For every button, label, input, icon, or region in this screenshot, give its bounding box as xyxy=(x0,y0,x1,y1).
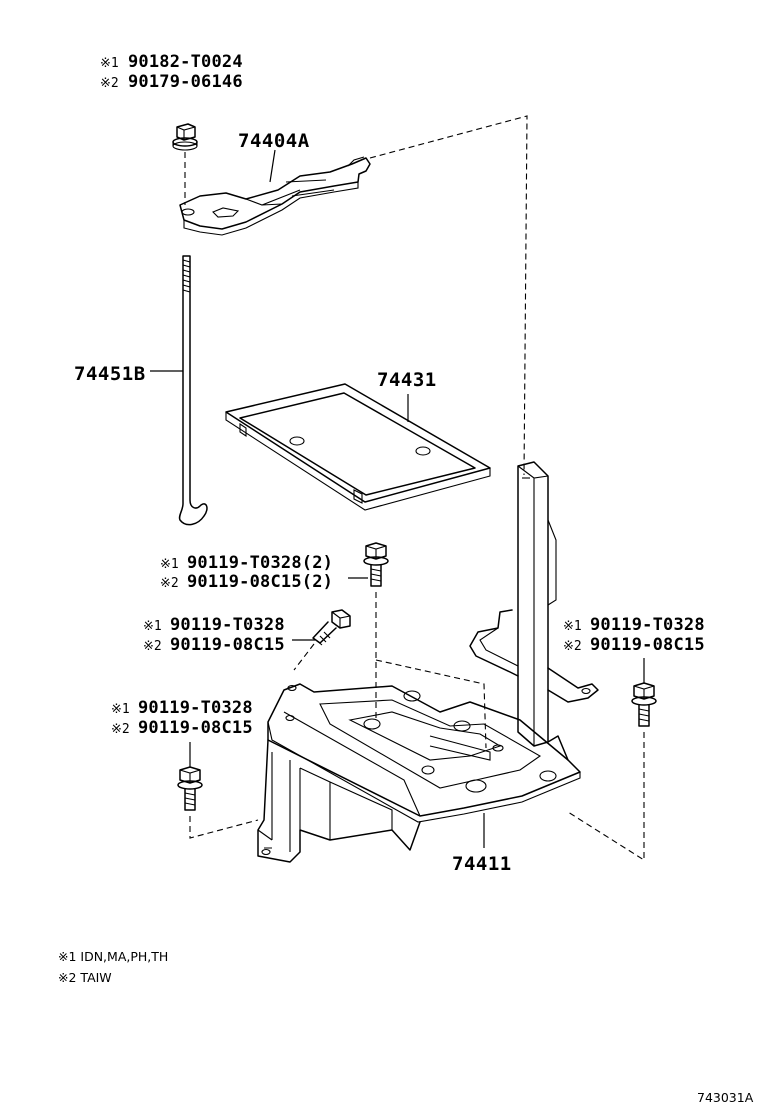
label-nut-top-num-1: 90182-T0024 xyxy=(128,52,243,72)
lead-clamp xyxy=(269,149,276,183)
label-bolt-right: ※1 90119-T0328 ※2 90119-08C15 xyxy=(563,615,705,655)
label-bolt-left-num-1: 90119-T0328 xyxy=(138,698,253,718)
clamp-guide xyxy=(369,115,528,476)
bolt-right-guide xyxy=(567,732,645,861)
note-2: ※2 TAIW xyxy=(58,970,112,985)
label-clamp: 74404A xyxy=(238,130,310,152)
label-bolt-center-num-2: 90119-08C15(2) xyxy=(187,572,333,592)
label-bolt-center-mark-1: ※1 xyxy=(160,557,179,572)
label-bolt-left: ※1 90119-T0328 ※2 90119-08C15 xyxy=(111,698,253,738)
label-bolt-right-mark-2: ※2 xyxy=(563,639,582,654)
clamp-drawing xyxy=(179,156,371,236)
label-bolt-mid-mark-2: ※2 xyxy=(143,639,162,654)
bolt-mid-guide xyxy=(293,643,315,671)
label-bolt-right-mark-1: ※1 xyxy=(563,619,582,634)
label-bolt-mid-num-1: 90119-T0328 xyxy=(170,615,285,635)
label-bolt-left-num-2: 90119-08C15 xyxy=(138,718,253,738)
label-bolt-center-mark-2: ※2 xyxy=(160,576,179,591)
label-nut-top-mark-1: ※1 xyxy=(100,56,119,71)
note-1: ※1 IDN,MA,PH,TH xyxy=(58,949,168,964)
label-nut-top-num-2: 90179-06146 xyxy=(128,72,243,92)
label-bolt-mid: ※1 90119-T0328 ※2 90119-08C15 xyxy=(143,615,285,655)
bolt-left-drawing xyxy=(177,766,203,811)
label-carrier: 74411 xyxy=(452,853,512,875)
rod-drawing xyxy=(178,255,208,526)
label-tray: 74431 xyxy=(377,369,437,391)
label-bolt-left-mark-1: ※1 xyxy=(111,702,130,717)
bolt-center-drawing xyxy=(363,542,389,587)
label-bolt-left-mark-2: ※2 xyxy=(111,722,130,737)
label-nut-top: ※1 90182-T0024 ※2 90179-06146 xyxy=(100,52,243,92)
bolt-right-drawing xyxy=(631,682,657,727)
tray-drawing xyxy=(225,383,491,511)
label-bolt-center-num-1: 90119-T0328(2) xyxy=(187,553,333,573)
label-bolt-center: ※1 90119-T0328(2) ※2 90119-08C15(2) xyxy=(160,553,333,592)
nut-top-drawing xyxy=(172,123,198,151)
carrier-drawing xyxy=(257,461,599,863)
label-rod: 74451B xyxy=(74,363,146,385)
label-bolt-right-num-1: 90119-T0328 xyxy=(590,615,705,635)
carrier-guide xyxy=(375,659,487,749)
figure-id: 743031A xyxy=(697,1090,754,1105)
label-bolt-right-num-2: 90119-08C15 xyxy=(590,635,705,655)
bolt-left-guide xyxy=(189,816,259,839)
label-bolt-mid-mark-1: ※1 xyxy=(143,619,162,634)
label-bolt-mid-num-2: 90119-08C15 xyxy=(170,635,285,655)
bolt-mid-drawing xyxy=(312,609,351,646)
label-nut-top-mark-2: ※2 xyxy=(100,76,119,91)
